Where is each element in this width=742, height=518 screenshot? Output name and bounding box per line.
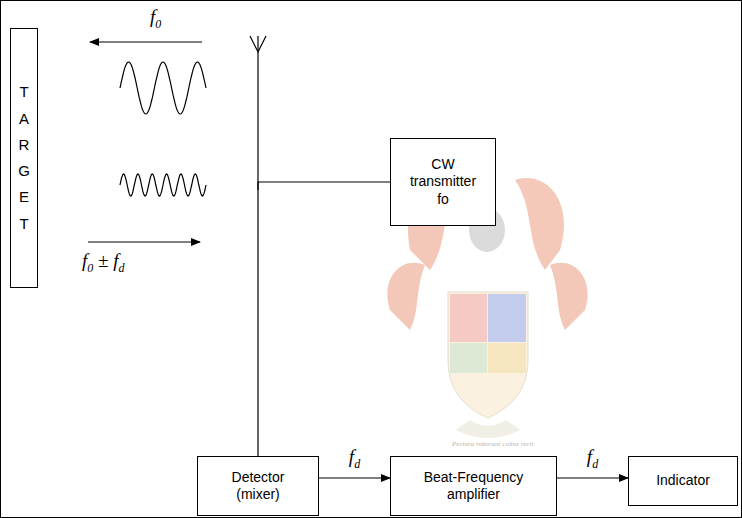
return-wave: [120, 174, 206, 196]
frequency-label: f0 ± fd: [80, 250, 127, 276]
node-text: Beat-Frequency amplifier: [399, 469, 549, 504]
transmit-arrow: [90, 41, 202, 42]
signal-label: fd: [585, 446, 600, 472]
node-text: CW transmitter fo: [403, 156, 483, 209]
detector-box: Detector (mixer): [197, 456, 319, 516]
antenna: [250, 36, 266, 190]
target-box: TARGET: [10, 28, 38, 288]
node-text: Detector (mixer): [208, 469, 308, 504]
amplifier-box: Beat-Frequency amplifier: [390, 456, 557, 516]
connector: [557, 477, 628, 478]
node-text: TARGET: [17, 79, 32, 237]
frequency-label: f0: [148, 6, 163, 32]
return-arrow: [88, 241, 200, 242]
indicator-box: Indicator: [628, 456, 738, 506]
transmitter-box: CW transmitter fo: [390, 138, 496, 226]
signal-label: fd: [347, 446, 362, 472]
node-text: Indicator: [656, 472, 710, 490]
connector: [319, 477, 390, 478]
watermark-motto: Pectora roborant cultus recti: [452, 440, 533, 448]
connector: [258, 182, 390, 456]
transmit-wave: [120, 62, 206, 114]
